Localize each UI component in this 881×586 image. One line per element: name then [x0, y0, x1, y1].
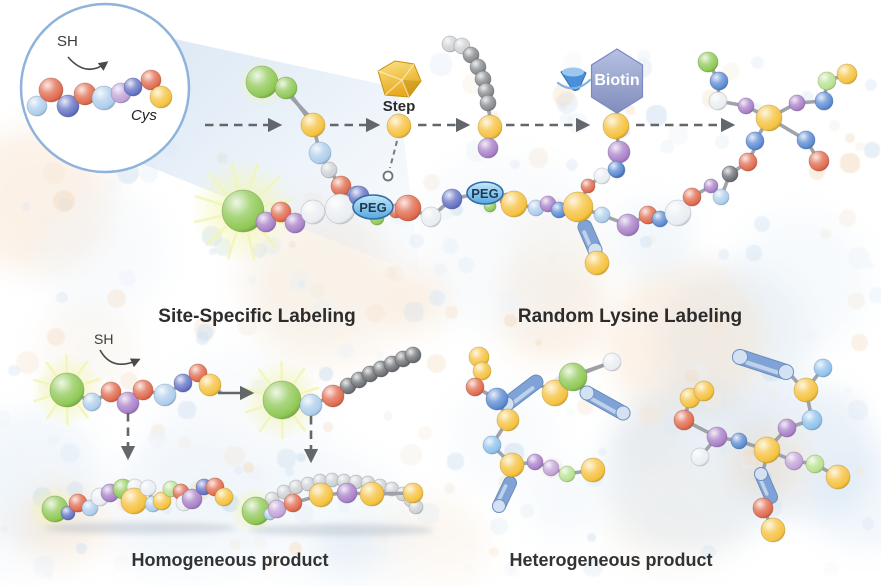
- dashed-connector: [389, 140, 398, 169]
- homogeneous-caption: Homogeneous product: [131, 550, 329, 570]
- final-conjugate: [697, 51, 858, 172]
- rl-molecule-a: [465, 346, 622, 483]
- ss-coil: [339, 346, 422, 395]
- heterogeneous-caption: Heterogeneous product: [509, 550, 713, 570]
- product-shadow: [250, 524, 434, 536]
- inset-sh-label: SH: [57, 33, 78, 50]
- sh-arrow: [67, 56, 109, 71]
- label-cylinder: [732, 349, 794, 380]
- label-cylinder: [492, 476, 517, 513]
- sh-arrow: [99, 349, 141, 368]
- step-label: Step: [382, 98, 416, 115]
- ss-molecule-a: [49, 363, 222, 415]
- peg-badge: [352, 194, 394, 220]
- bottom-sh-label: SH: [94, 331, 114, 347]
- peg-label-2: PEG: [471, 186, 499, 201]
- peg-coil-top: [441, 35, 497, 112]
- biotin-label: Biotin: [594, 72, 640, 89]
- biotin-hexagon: [590, 48, 644, 114]
- bottom-fade: [0, 534, 881, 586]
- product-a: [41, 477, 234, 523]
- main-chain: [221, 152, 758, 276]
- label-cylinder: [754, 467, 778, 504]
- station-step-anchor: [386, 113, 412, 139]
- cys-label: Cys: [131, 107, 157, 124]
- label-cylinder: [579, 385, 631, 421]
- peg-badge: [466, 181, 504, 205]
- random-lysine-title: Random Lysine Labeling: [517, 306, 743, 327]
- rl-molecule-b: [673, 358, 851, 543]
- peg-label-1: PEG: [359, 200, 387, 215]
- ss-molecule-b: [262, 380, 345, 420]
- ligand-funnel-icon: [556, 67, 592, 91]
- leaving-group-circle: [382, 170, 394, 182]
- station-peg-anchor: [477, 114, 503, 159]
- product-b: [241, 481, 424, 526]
- inset-peptide: [26, 69, 173, 118]
- site-specific-title: Site-Specific Labeling: [158, 306, 356, 327]
- step-gem-icon: [377, 60, 422, 98]
- product-shadow: [44, 522, 236, 534]
